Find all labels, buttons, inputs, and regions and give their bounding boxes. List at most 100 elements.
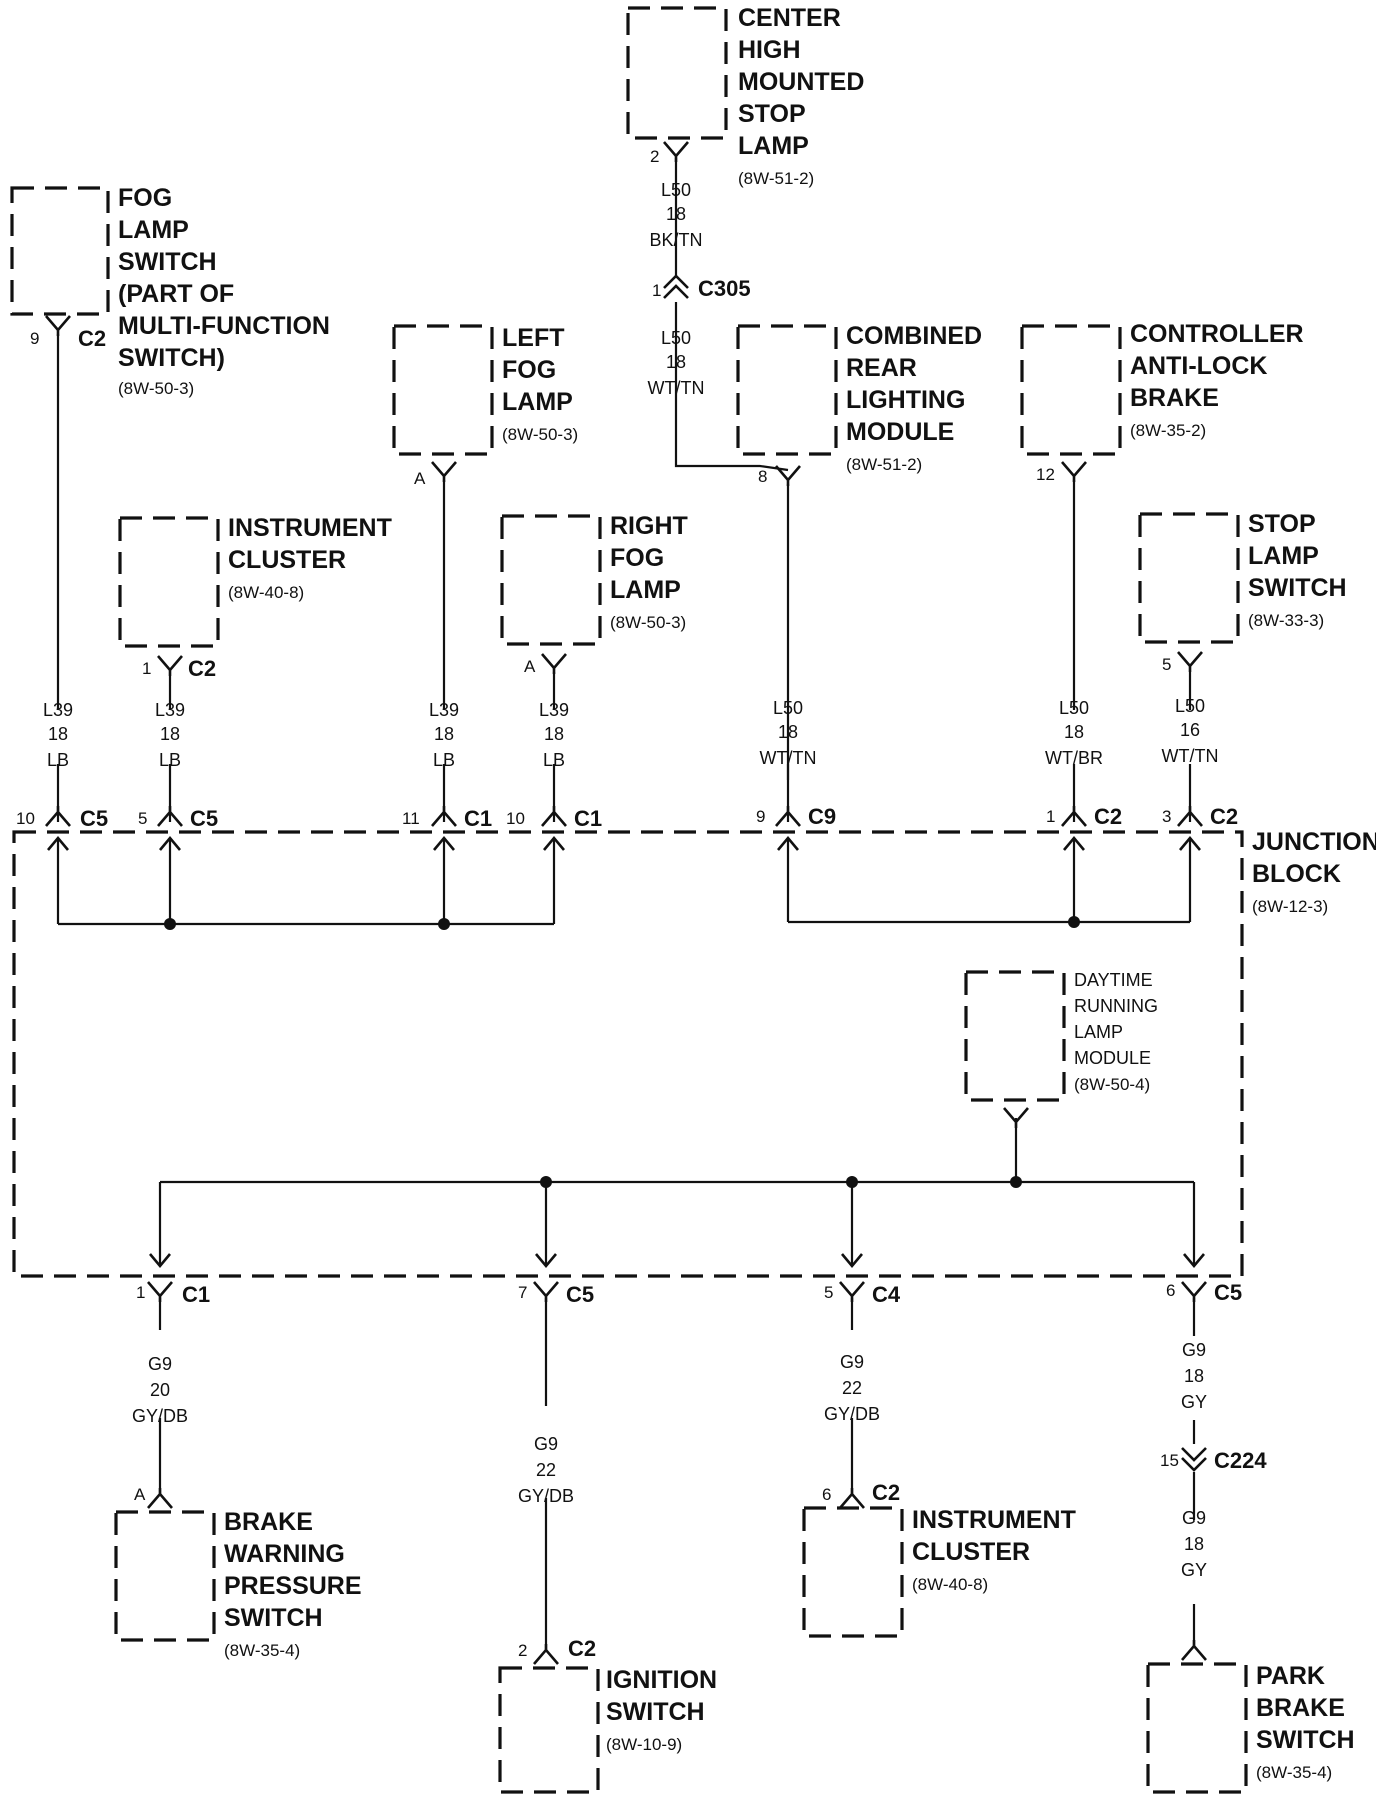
svg-text:A: A (524, 657, 536, 676)
svg-text:8: 8 (758, 467, 767, 486)
svg-text:G9: G9 (1182, 1340, 1206, 1360)
connector-symbols (45, 141, 1207, 1665)
wire-labels: L50 18 BK/TN L50 18 WT/TN L39 18 LB L39 … (43, 180, 1219, 1580)
svg-text:C305: C305 (698, 276, 751, 301)
svg-text:16: 16 (1180, 720, 1200, 740)
svg-text:LB: LB (159, 750, 181, 770)
stop-switch-box (1138, 512, 1240, 644)
svg-text:L50: L50 (773, 698, 803, 718)
brake-warning-box (114, 1510, 216, 1642)
svg-text:15: 15 (1160, 1451, 1179, 1470)
svg-text:WARNING: WARNING (224, 1540, 345, 1568)
svg-text:HIGH: HIGH (738, 36, 801, 64)
svg-text:18: 18 (434, 724, 454, 744)
svg-text:CLUSTER: CLUSTER (912, 1538, 1030, 1566)
svg-text:1: 1 (136, 1283, 145, 1302)
svg-text:RIGHT: RIGHT (610, 512, 688, 540)
svg-text:GY/DB: GY/DB (518, 1486, 574, 1506)
svg-text:(8W-51-2): (8W-51-2) (846, 455, 922, 474)
svg-text:20: 20 (150, 1380, 170, 1400)
cab-box (1020, 324, 1122, 456)
svg-text:LAMP: LAMP (502, 388, 573, 416)
crlm-box (736, 324, 838, 456)
svg-text:(8W-50-3): (8W-50-3) (610, 613, 686, 632)
svg-text:MOUNTED: MOUNTED (738, 68, 864, 96)
svg-text:22: 22 (842, 1378, 862, 1398)
svg-text:22: 22 (536, 1460, 556, 1480)
park-brake-box (1146, 1662, 1248, 1794)
svg-text:18: 18 (666, 352, 686, 372)
svg-text:(8W-50-3): (8W-50-3) (118, 379, 194, 398)
svg-text:SWITCH): SWITCH) (118, 344, 225, 372)
svg-text:G9: G9 (1182, 1508, 1206, 1528)
svg-text:6: 6 (822, 1485, 831, 1504)
svg-text:CLUSTER: CLUSTER (228, 546, 346, 574)
svg-text:3: 3 (1162, 807, 1171, 826)
svg-text:BK/TN: BK/TN (649, 230, 702, 250)
svg-text:A: A (414, 469, 426, 488)
wires (56, 158, 1196, 1652)
cluster-bottom-box (802, 1506, 904, 1638)
svg-text:C5: C5 (1214, 1280, 1242, 1305)
svg-text:FOG: FOG (118, 184, 172, 212)
svg-text:SWITCH: SWITCH (1256, 1726, 1355, 1754)
cluster-top-label: INSTRUMENT CLUSTER (8W-40-8) (228, 514, 392, 602)
svg-text:L39: L39 (539, 700, 569, 720)
svg-text:WT/TN: WT/TN (1162, 746, 1219, 766)
right-fog-label: RIGHT FOG LAMP (8W-50-3) (610, 512, 688, 632)
svg-text:WT/TN: WT/TN (648, 378, 705, 398)
svg-text:CONTROLLER: CONTROLLER (1130, 320, 1304, 348)
svg-text:(8W-50-3): (8W-50-3) (502, 425, 578, 444)
svg-text:GY/DB: GY/DB (824, 1404, 880, 1424)
svg-text:L50: L50 (1059, 698, 1089, 718)
svg-text:(8W-33-3): (8W-33-3) (1248, 611, 1324, 630)
svg-text:2: 2 (650, 147, 659, 166)
svg-text:L50: L50 (1175, 696, 1205, 716)
svg-text:LAMP: LAMP (118, 216, 189, 244)
svg-text:18: 18 (544, 724, 564, 744)
svg-text:18: 18 (1064, 722, 1084, 742)
svg-text:C1: C1 (574, 806, 602, 831)
svg-text:(8W-51-2): (8W-51-2) (738, 169, 814, 188)
svg-text:INSTRUMENT: INSTRUMENT (912, 1506, 1076, 1534)
ignition-box (498, 1666, 600, 1794)
svg-text:C2: C2 (1210, 804, 1238, 829)
svg-text:C2: C2 (1094, 804, 1122, 829)
svg-text:BRAKE: BRAKE (1130, 384, 1219, 412)
svg-text:GY/DB: GY/DB (132, 1406, 188, 1426)
svg-text:PARK: PARK (1256, 1662, 1325, 1690)
left-fog-label: LEFT FOG LAMP (8W-50-3) (502, 324, 578, 444)
right-fog-box (500, 514, 602, 646)
ignition-label: IGNITION SWITCH (8W-10-9) (606, 1666, 717, 1754)
svg-text:DAYTIME: DAYTIME (1074, 970, 1153, 990)
chmsl-box (626, 6, 728, 140)
svg-text:5: 5 (138, 809, 147, 828)
svg-text:C2: C2 (188, 656, 216, 681)
chmsl-label: CENTER HIGH MOUNTED STOP LAMP (8W-51-2) (738, 4, 864, 188)
svg-text:10: 10 (506, 809, 525, 828)
cab-label: CONTROLLER ANTI-LOCK BRAKE (8W-35-2) (1130, 320, 1304, 440)
svg-text:C9: C9 (808, 804, 836, 829)
svg-text:10: 10 (16, 809, 35, 828)
svg-text:WT/BR: WT/BR (1045, 748, 1103, 768)
svg-text:STOP: STOP (738, 100, 806, 128)
svg-text:C2: C2 (568, 1636, 596, 1661)
svg-text:11: 11 (402, 809, 420, 828)
svg-text:1: 1 (652, 281, 661, 300)
svg-text:7: 7 (518, 1283, 527, 1302)
svg-text:ANTI-LOCK: ANTI-LOCK (1130, 352, 1267, 380)
svg-text:L50: L50 (661, 180, 691, 200)
svg-text:A: A (134, 1485, 146, 1504)
svg-text:(8W-40-8): (8W-40-8) (912, 1575, 988, 1594)
svg-text:BRAKE: BRAKE (224, 1508, 313, 1536)
svg-text:CENTER: CENTER (738, 4, 841, 32)
svg-text:(8W-40-8): (8W-40-8) (228, 583, 304, 602)
svg-text:COMBINED: COMBINED (846, 322, 982, 350)
svg-text:STOP: STOP (1248, 510, 1316, 538)
svg-text:C2: C2 (872, 1480, 900, 1505)
svg-text:G9: G9 (534, 1434, 558, 1454)
svg-text:GY: GY (1181, 1560, 1207, 1580)
svg-text:18: 18 (1184, 1534, 1204, 1554)
svg-text:FOG: FOG (502, 356, 556, 384)
